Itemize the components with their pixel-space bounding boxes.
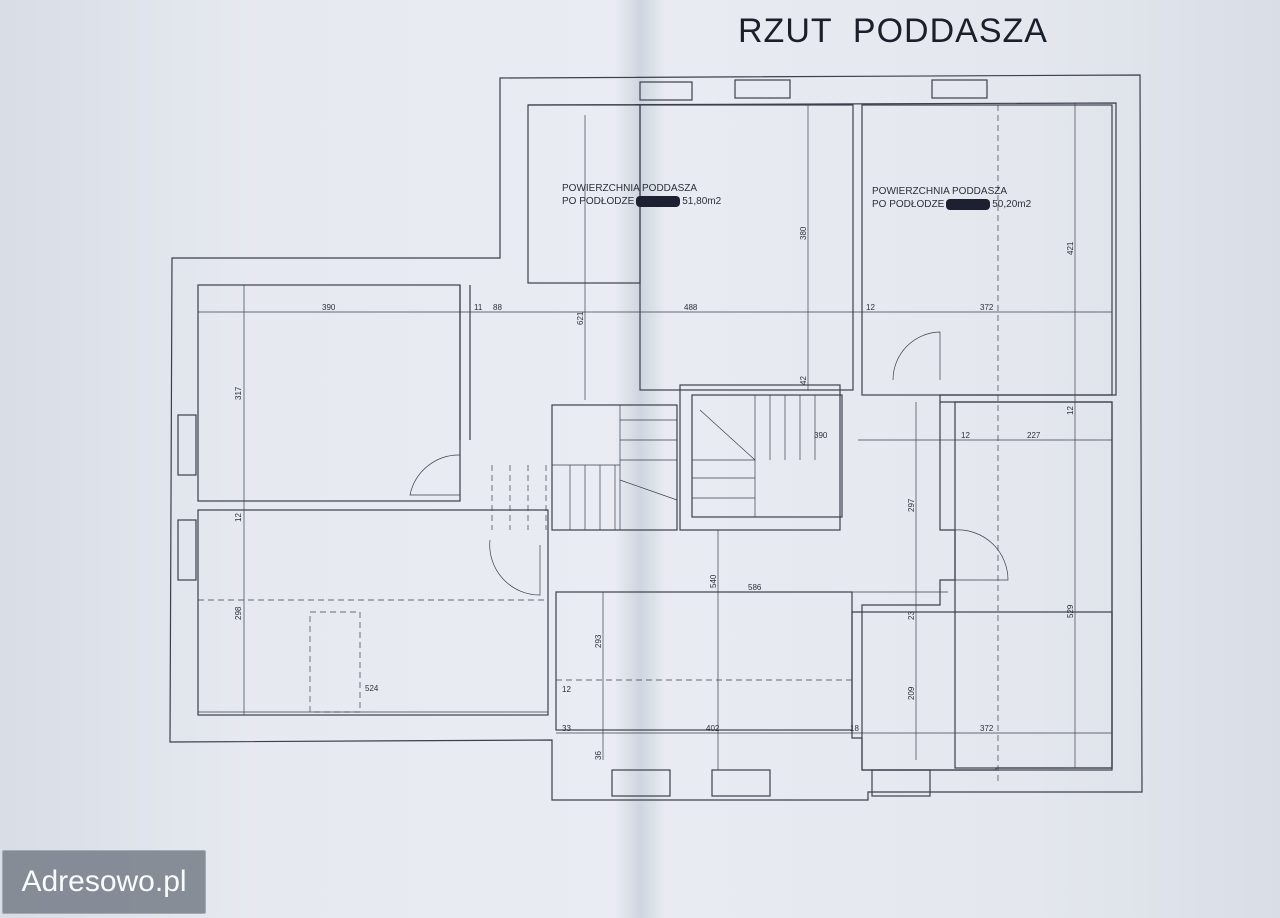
- dimension-label: 488: [684, 303, 698, 312]
- dimension-label: 42: [799, 376, 808, 385]
- dimension-label: 390: [814, 431, 828, 440]
- window: [611, 769, 671, 797]
- dimension-label: 11: [474, 303, 483, 312]
- dimension-label: 209: [907, 686, 916, 700]
- dimension-label: 227: [1027, 431, 1041, 440]
- watermark-logo: Adresowo.pl: [2, 850, 206, 914]
- dimension-label: 529: [1066, 604, 1075, 618]
- dimension-label: 297: [907, 498, 916, 512]
- area-value: 51,80m2: [682, 196, 722, 207]
- window: [931, 79, 988, 99]
- door-swing: [892, 331, 941, 381]
- window: [177, 414, 197, 476]
- dimension-label: 36: [594, 751, 603, 760]
- redaction-mark: [946, 198, 991, 210]
- dimension-label: 18: [850, 724, 859, 733]
- dimension-label: 88: [493, 303, 502, 312]
- dimension-label: 12: [1066, 406, 1075, 415]
- window: [734, 79, 791, 99]
- dimension-label: 298: [234, 606, 243, 620]
- area-label-right: POWIERZCHNIA PODDASZA PO PODŁODZE 50,20m2: [872, 185, 1031, 211]
- dimension-label: 317: [234, 386, 243, 400]
- dimension-label: 12: [866, 303, 875, 312]
- door-swing: [954, 529, 1009, 581]
- window: [711, 769, 771, 797]
- window: [871, 769, 931, 797]
- dimension-label: 23: [907, 611, 916, 620]
- area-label-left: POWIERZCHNIA PODDASZA PO PODŁODZE 51,80m2: [562, 182, 721, 208]
- area-value: 50,20m2: [992, 199, 1032, 210]
- room-attic-right: [861, 104, 1113, 396]
- dimension-label: 402: [706, 724, 720, 733]
- area-line1: POWIERZCHNIA PODDASZA: [562, 183, 698, 194]
- dimension-label: 390: [322, 303, 336, 312]
- dimension-label: 372: [980, 303, 994, 312]
- dimension-label: 524: [365, 684, 379, 693]
- room-right: [954, 401, 1113, 769]
- window: [177, 519, 197, 581]
- dimension-label: 621: [576, 311, 585, 325]
- dimension-label: 293: [594, 634, 603, 648]
- stairs-right: [691, 394, 843, 518]
- area-line2: PO PODŁODZE 51,80m2: [562, 195, 721, 208]
- dimension-label: 12: [234, 513, 243, 522]
- dimension-label: 33: [562, 724, 571, 733]
- dimension-label: 12: [961, 431, 970, 440]
- door-swing: [409, 454, 461, 496]
- area-prefix: PO PODŁODZE: [872, 199, 945, 210]
- dimension-label: 540: [709, 574, 718, 588]
- room-left-bottom: [197, 509, 549, 716]
- stairs-left: [551, 404, 678, 531]
- redaction-mark: [636, 195, 681, 207]
- dimension-label: 372: [980, 724, 994, 733]
- area-line1: POWIERZCHNIA PODDASZA: [872, 186, 1008, 197]
- room-bottom-right: [861, 611, 1113, 771]
- window: [639, 81, 693, 101]
- room-bottom-center: [555, 591, 853, 731]
- dimension-label: 12: [562, 685, 571, 694]
- dimension-label: 586: [748, 583, 762, 592]
- outer-wall: [169, 74, 1143, 801]
- area-prefix: PO PODŁODZE: [562, 196, 635, 207]
- door-swing: [489, 539, 541, 596]
- plan-title: RZUT PODDASZA: [738, 12, 1048, 50]
- dimension-label: 421: [1066, 241, 1075, 255]
- area-line2: PO PODŁODZE 50,20m2: [872, 198, 1031, 211]
- dimension-label: 380: [799, 226, 808, 240]
